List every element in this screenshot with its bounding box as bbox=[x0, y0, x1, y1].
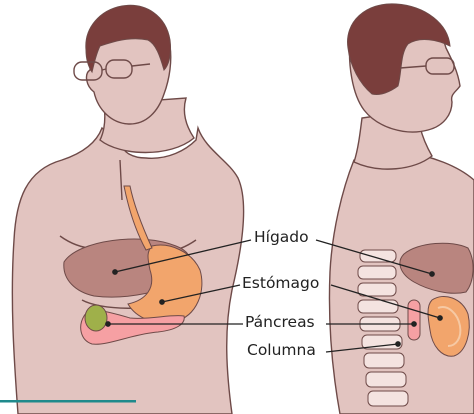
label-pancreas: Páncreas bbox=[245, 315, 315, 331]
side-pancreas bbox=[408, 300, 420, 340]
front-figure bbox=[12, 5, 243, 414]
label-higado: Hígado bbox=[254, 230, 309, 246]
side-figure bbox=[329, 4, 474, 414]
front-gallbladder bbox=[85, 305, 107, 331]
label-columna: Columna bbox=[247, 343, 316, 359]
label-estomago: Estómago bbox=[242, 276, 319, 292]
accent-rule bbox=[0, 400, 136, 403]
